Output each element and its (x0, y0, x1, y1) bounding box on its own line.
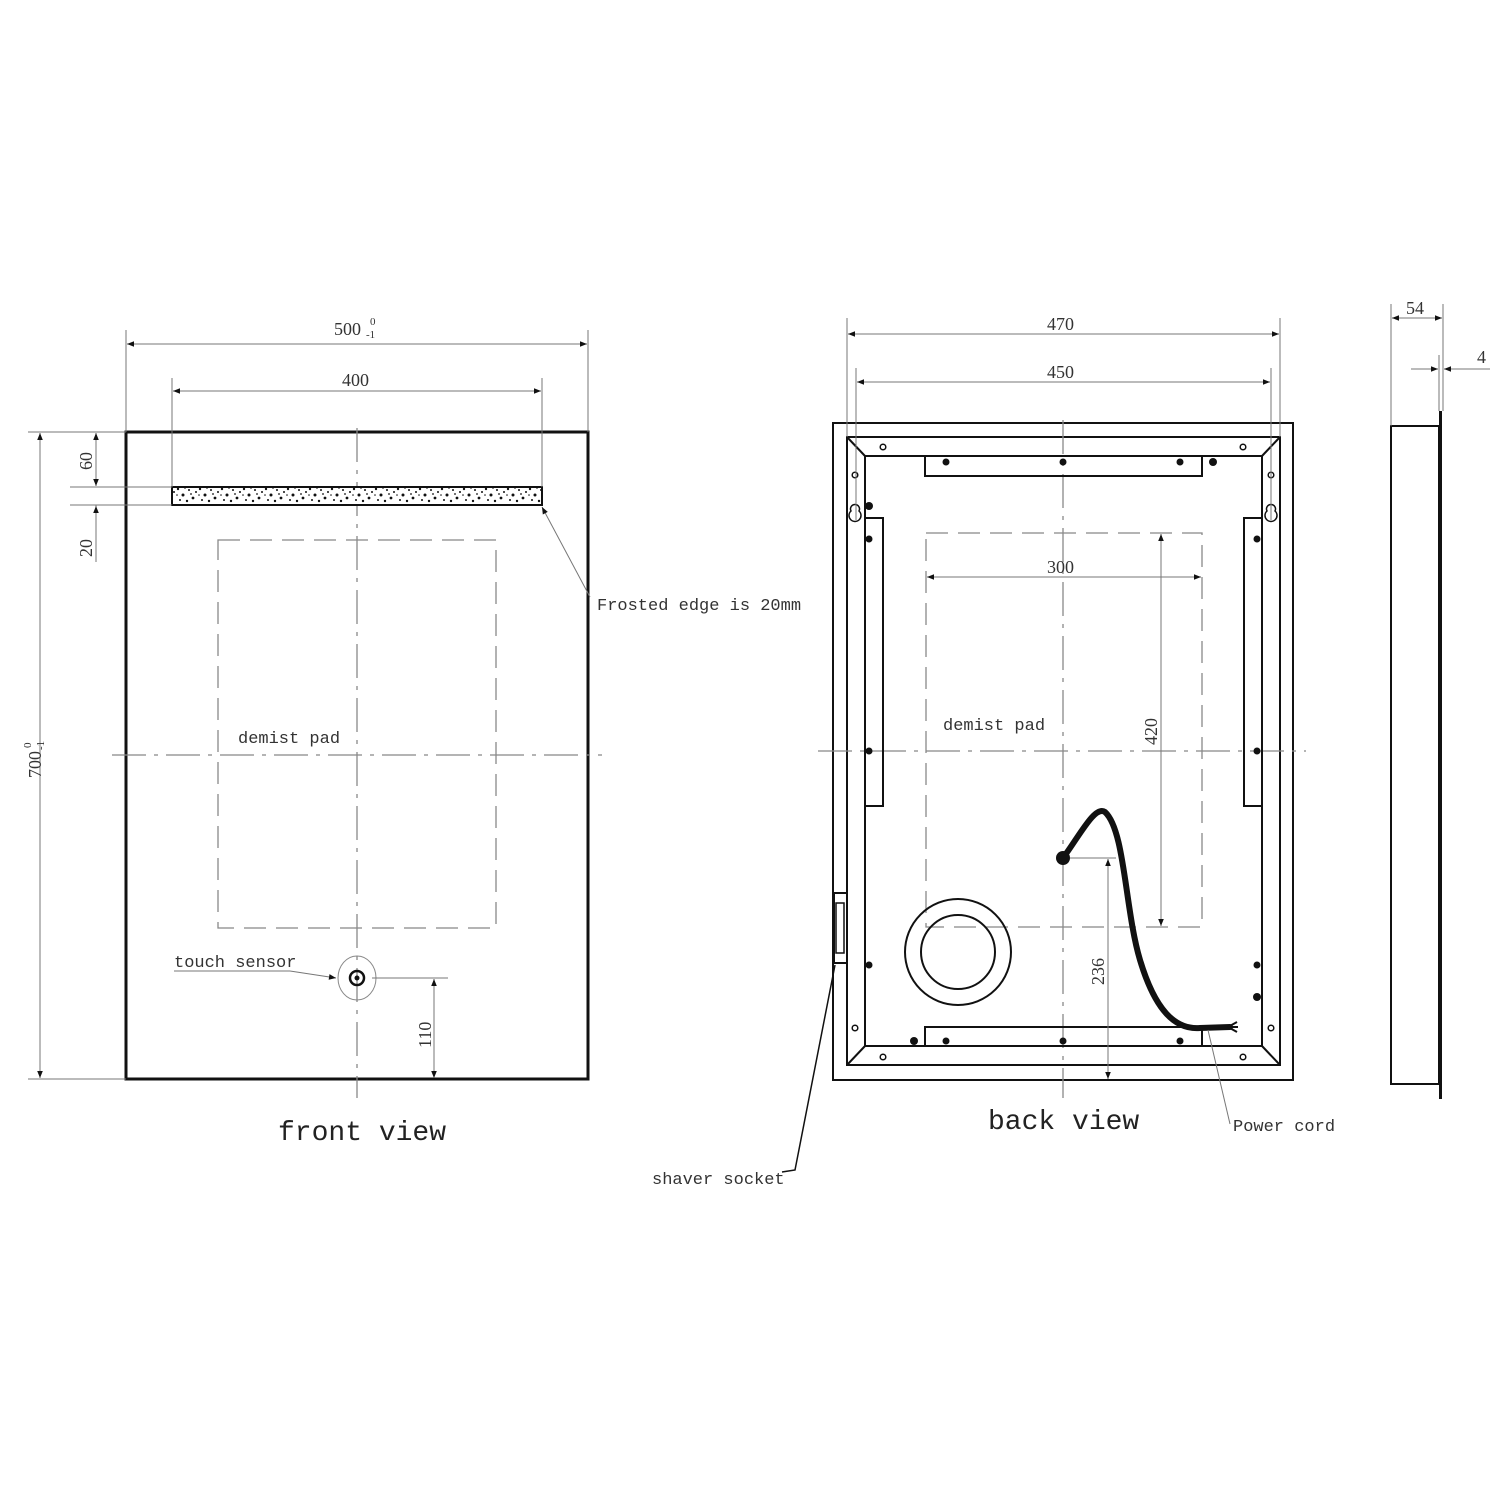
touch-sensor-leader (289, 970, 337, 980)
back-demist-pad-outline (925, 532, 1203, 928)
side-view: 54 4 (1390, 298, 1490, 1099)
shaver-socket-label: shaver socket (652, 1171, 785, 1190)
side-depth-value: 54 (1406, 298, 1424, 318)
side-glass-pane (1439, 411, 1442, 1099)
front-view-title: front view (278, 1118, 446, 1149)
back-demist-label: demist pad (943, 717, 1045, 736)
right-led-strip (1243, 517, 1263, 807)
front-height-tol-lower: -1 (35, 741, 47, 750)
frosted-edge-label: Frosted edge is 20mm (597, 597, 801, 616)
speaker-ring-outer (904, 898, 1012, 1006)
sensor-height-value: 110 (415, 1022, 435, 1048)
cord-frayed-end-icon (1227, 1021, 1238, 1033)
frosted-leader (541, 506, 591, 598)
frosted-width-value: 400 (342, 370, 369, 390)
glass-thickness-value: 4 (1477, 347, 1486, 367)
back-view-title: back view (988, 1107, 1139, 1138)
front-demist-label: demist pad (238, 730, 340, 749)
bottom-bracket (924, 1026, 1203, 1047)
power-cord-label: Power cord (1233, 1118, 1335, 1137)
frosted-height-value: 20 (76, 539, 96, 557)
screw-dots (865, 458, 1261, 1045)
cord-entry-point (1056, 851, 1070, 865)
side-body-outline (1390, 425, 1440, 1085)
power-cord-leader (1207, 1029, 1231, 1125)
front-width-tol-lower: -1 (366, 329, 375, 341)
demist-width-value: 300 (1047, 557, 1074, 577)
power-cord (1060, 808, 1233, 1032)
front-view: demist pad touch sensor 500 0 -1 400 700… (22, 316, 801, 1149)
left-led-strip (864, 517, 884, 807)
touch-sensor-label: touch sensor (174, 954, 296, 973)
cord-height-value: 236 (1088, 958, 1108, 985)
front-height-tol-upper: 0 (22, 742, 34, 748)
frosted-edge-strip (171, 486, 543, 506)
shaver-socket (833, 892, 848, 964)
demist-height-value: 420 (1141, 718, 1161, 745)
front-width-tol-upper: 0 (370, 316, 376, 328)
speaker-ring-inner (920, 914, 996, 990)
front-width-value: 500 (334, 319, 361, 339)
right-keyhole-hanger-icon (1264, 503, 1278, 523)
shaver-socket-leader (781, 964, 836, 1173)
back-outer-width-value: 470 (1047, 314, 1074, 334)
top-bracket (924, 455, 1203, 477)
left-keyhole-hanger-icon (848, 503, 862, 523)
front-demist-pad-outline (217, 539, 497, 929)
back-view: demist pad shaver socket Power cord 470 … (652, 314, 1335, 1190)
front-height-value: 700 (25, 751, 45, 778)
top-offset-value: 60 (76, 452, 96, 470)
back-inner-width-value: 450 (1047, 362, 1074, 382)
